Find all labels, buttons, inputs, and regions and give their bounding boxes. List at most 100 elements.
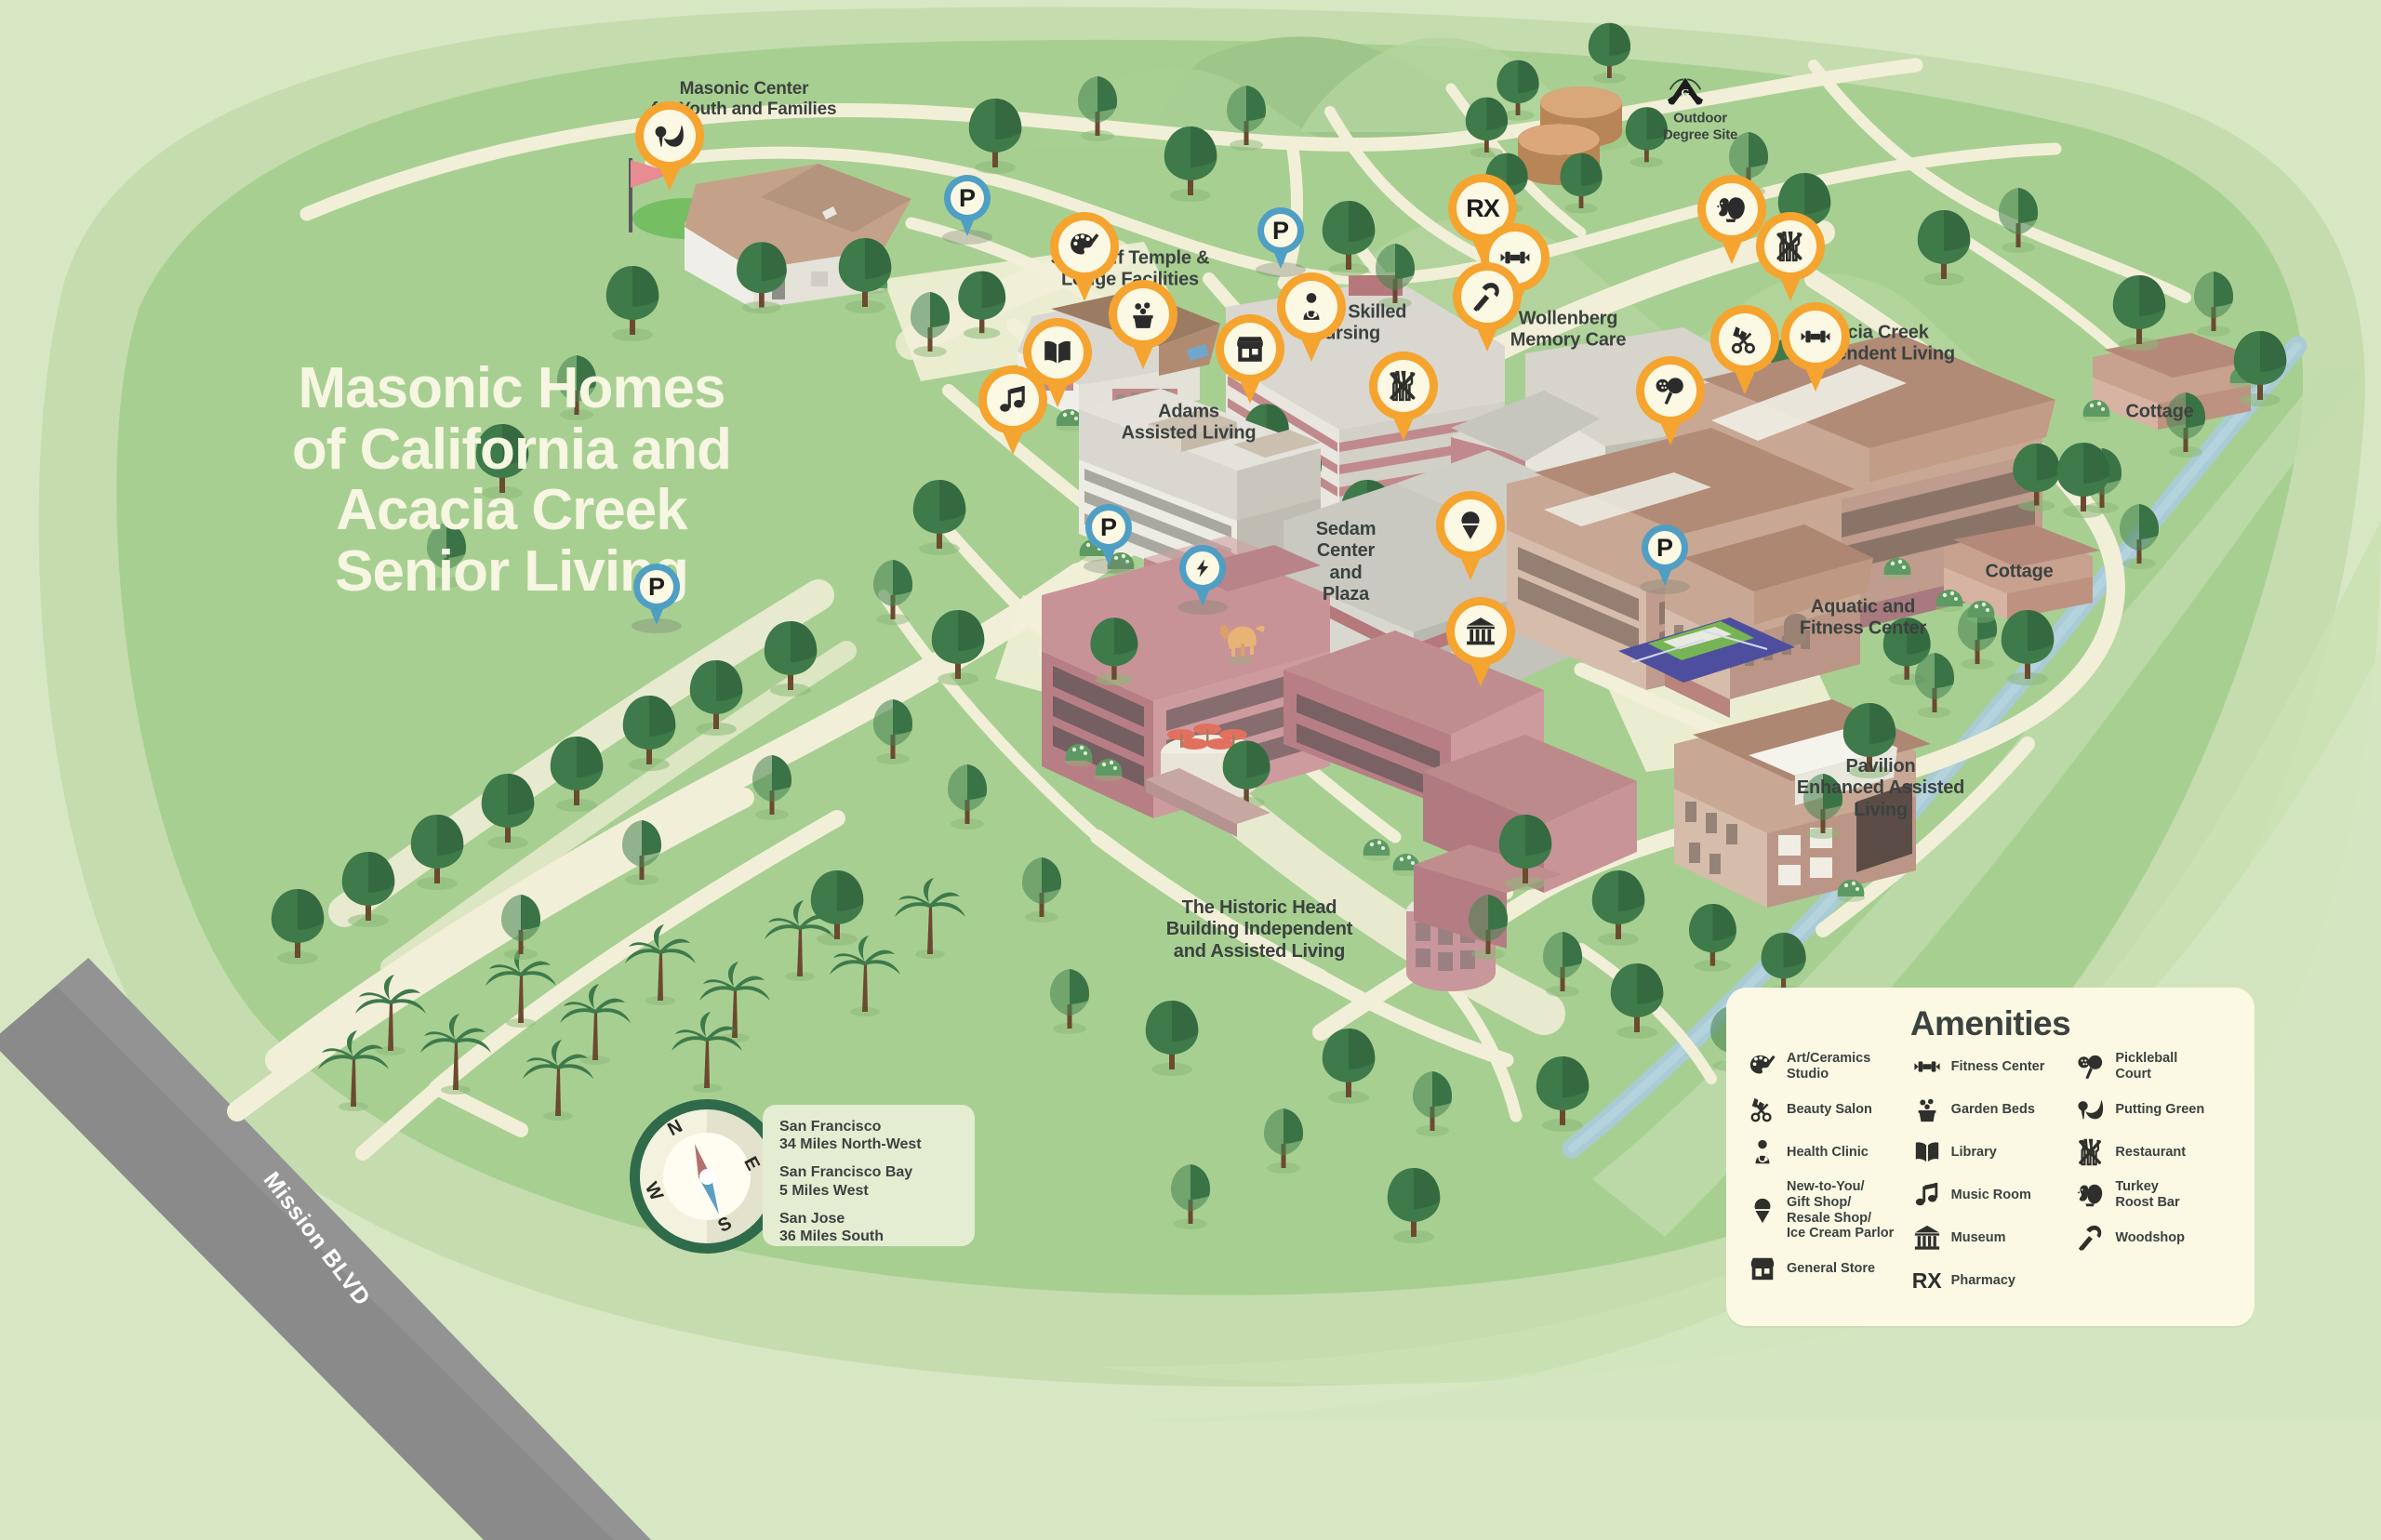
legend-item-label: Turkey Roost Bar	[2115, 1179, 2180, 1210]
garden-beds-marker[interactable]	[1109, 280, 1177, 369]
distance-detail: 5 Miles West	[779, 1182, 869, 1199]
legend-item: Fitness Center	[1911, 1051, 2070, 1082]
putting-green-marker[interactable]	[635, 101, 704, 191]
general-store-icon	[1224, 323, 1276, 375]
music-room-icon	[1911, 1179, 1943, 1211]
distance-place: San Francisco Bay	[779, 1164, 913, 1181]
distance-place: San Jose	[779, 1210, 845, 1227]
fitness-icon	[1911, 1051, 1943, 1082]
woodshop-icon	[1461, 271, 1513, 323]
legend-item: New-to-You/ Gift Shop/ Resale Shop/ Ice …	[1747, 1179, 1906, 1241]
legend-item: Woodshop	[2075, 1222, 2234, 1254]
putting-green-icon	[2075, 1094, 2107, 1125]
map-pin	[635, 101, 704, 191]
legend-item-label: New-to-You/ Gift Shop/ Resale Shop/ Ice …	[1787, 1179, 1895, 1241]
map-title-line-2: of California and	[291, 417, 732, 482]
garden-beds-icon	[1911, 1094, 1943, 1125]
legend-item: Pickleball Court	[2075, 1051, 2234, 1082]
map-pin: P	[1642, 524, 1688, 586]
map-pin: P	[1085, 504, 1132, 565]
music-room-icon	[987, 374, 1039, 426]
parking-icon: P	[1264, 214, 1297, 247]
parking-marker-1[interactable]: P	[1257, 207, 1304, 269]
legend-item-label: Health Clinic	[1787, 1144, 1869, 1160]
museum-icon	[1455, 605, 1507, 657]
outdoor-degree-site-scenery	[1465, 22, 1669, 214]
map-pin: P	[1257, 207, 1304, 269]
svg-text:G: G	[1681, 86, 1689, 100]
legend-item: Museum	[1911, 1222, 2070, 1254]
legend-item-label: Beauty Salon	[1787, 1101, 1872, 1117]
ice-cream-icon	[1747, 1195, 1778, 1227]
beauty-salon-icon	[1747, 1094, 1778, 1125]
map-title-line-4: Senior Living	[335, 539, 689, 604]
parking-marker-3[interactable]: P	[1085, 504, 1132, 565]
distance-place: San Francisco	[779, 1119, 882, 1135]
parking-marker-4[interactable]: P	[1642, 524, 1688, 586]
parking-icon: P	[1092, 511, 1125, 544]
pickleball-courts	[1618, 617, 1795, 683]
turkey-roost-marker[interactable]	[1697, 175, 1766, 264]
fitness-marker-2[interactable]	[1781, 302, 1850, 392]
beauty-salon-icon	[1719, 313, 1771, 365]
historic-head-building	[1042, 545, 1637, 991]
art-palette-icon	[1747, 1051, 1778, 1082]
health-clinic-marker[interactable]	[1277, 272, 1346, 362]
garden-beds-icon	[1117, 288, 1169, 340]
pharmacy-icon: RX	[1911, 1268, 1942, 1293]
restaurant-icon	[1764, 220, 1816, 272]
ev-charging-marker[interactable]	[1179, 545, 1226, 606]
pickleball-marker[interactable]	[1636, 356, 1705, 445]
masonic-square-compasses-icon: G	[1667, 77, 1704, 105]
library-icon	[1911, 1136, 1943, 1168]
map-title: Masonic Homes of California and Acacia C…	[233, 358, 791, 603]
restaurant-icon	[2075, 1136, 2107, 1168]
legend-item: Garden Beds	[1911, 1094, 2070, 1125]
turkey-icon	[1706, 183, 1758, 235]
dog-figure	[1219, 624, 1265, 665]
putting-green-icon	[644, 110, 696, 162]
map-pin	[1277, 272, 1346, 362]
legend-item: Health Clinic	[1747, 1136, 1906, 1168]
map-pin	[1050, 212, 1119, 301]
legend-item: Restaurant	[2075, 1136, 2234, 1168]
compass-hub	[698, 1168, 715, 1185]
restaurant-icon	[1377, 360, 1430, 412]
music-room-marker[interactable]	[978, 365, 1047, 455]
legend-item: Library	[1911, 1136, 2070, 1168]
museum-marker[interactable]	[1446, 597, 1515, 686]
general-store-marker[interactable]	[1216, 314, 1284, 404]
parking-marker-5[interactable]: P	[633, 564, 680, 625]
parking-icon: P	[640, 570, 673, 604]
beauty-salon-marker[interactable]	[1710, 305, 1779, 394]
legend-item: RX Pharmacy	[1911, 1265, 2070, 1296]
general-store-icon	[1747, 1253, 1778, 1284]
map-pin	[978, 365, 1047, 455]
ice-cream-icon	[1444, 499, 1496, 551]
legend-item-label: Woodshop	[2115, 1229, 2185, 1245]
legend-item-label: Library	[1950, 1144, 1997, 1160]
fitness-icon	[1789, 311, 1842, 363]
ice-cream-marker[interactable]	[1436, 491, 1505, 580]
map-pin	[1109, 280, 1177, 369]
art-ceramics-marker[interactable]	[1050, 212, 1119, 301]
legend-item-label: Pharmacy	[1950, 1272, 2015, 1288]
restaurant-marker-2[interactable]	[1369, 352, 1438, 441]
cottage-lower-building	[1935, 524, 2100, 623]
health-clinic-icon	[1747, 1136, 1778, 1168]
parking-marker-2[interactable]: P	[944, 175, 991, 236]
map-pin	[1216, 314, 1284, 404]
woodshop-marker[interactable]	[1453, 262, 1522, 352]
library-icon	[1031, 326, 1084, 378]
restaurant-marker-1[interactable]	[1756, 212, 1825, 301]
parking-icon: P	[1648, 531, 1682, 564]
parking-icon: P	[951, 181, 984, 215]
legend-item-label: Putting Green	[2115, 1101, 2205, 1117]
health-clinic-icon	[1285, 281, 1337, 333]
